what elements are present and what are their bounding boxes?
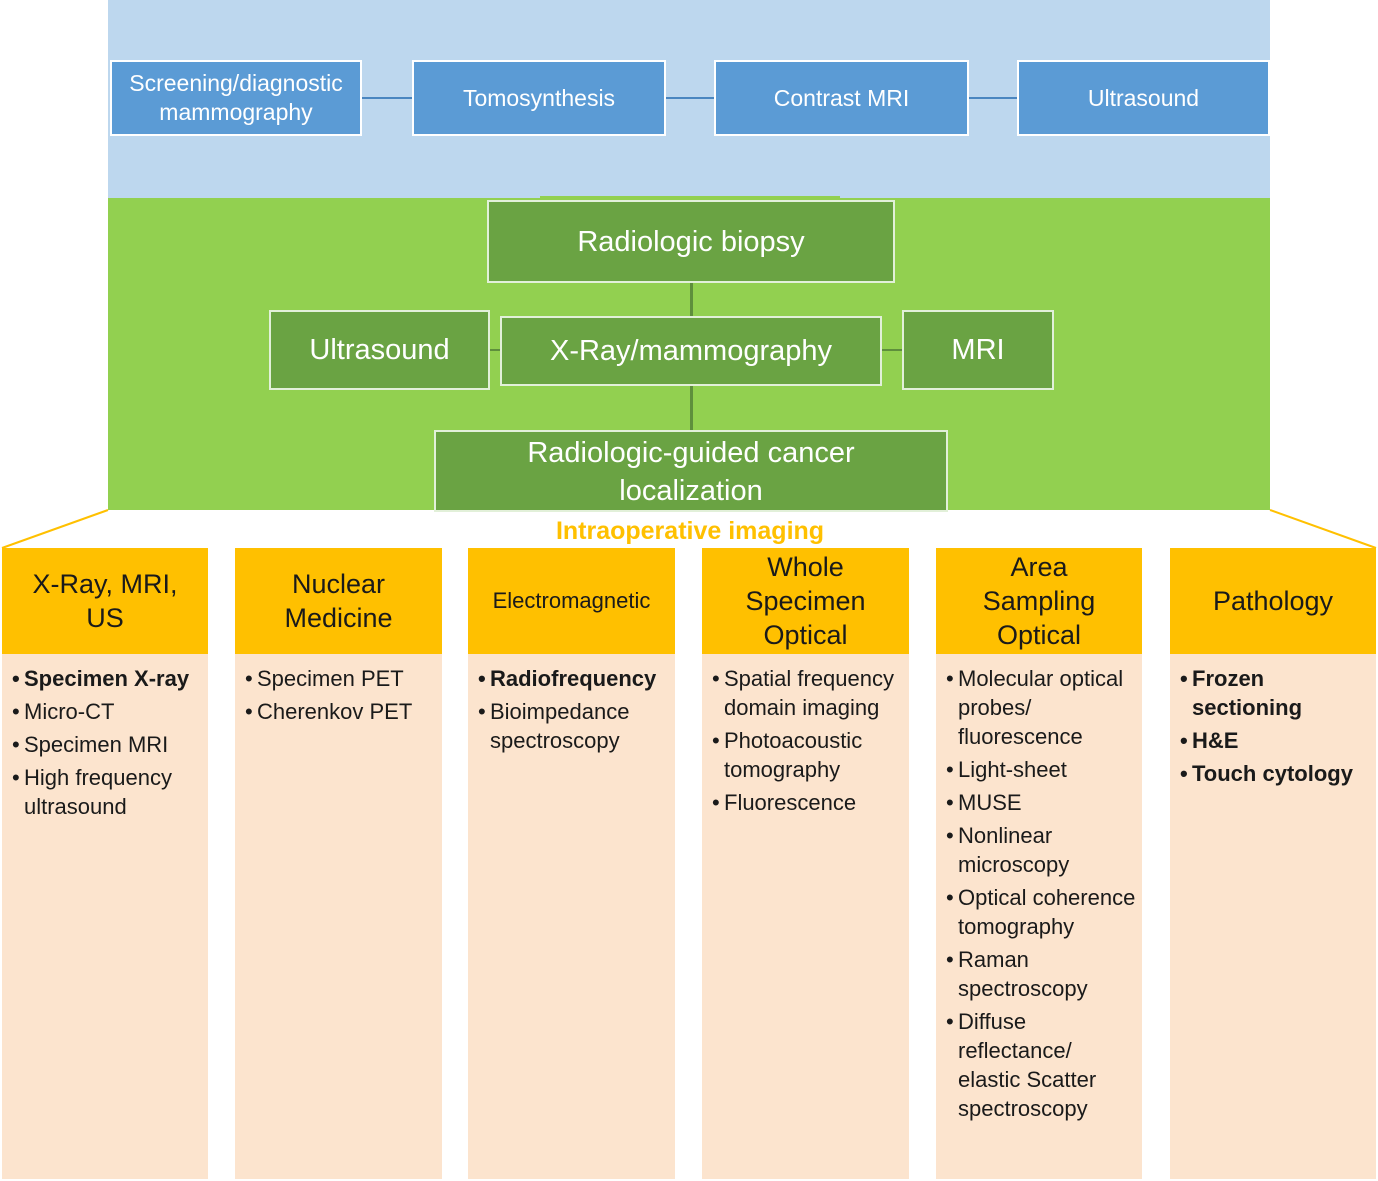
radiologic-biopsy-label: Radiologic biopsy: [577, 225, 805, 258]
column-title: Whole Specimen Optical: [745, 552, 866, 650]
screening-box-label: Ultrasound: [1087, 84, 1200, 111]
screening-mammography-box: Screening/diagnostic mammography: [110, 60, 362, 136]
list-item: Nonlinear microscopy: [946, 821, 1136, 879]
vertical-connector: [690, 384, 693, 432]
horizontal-connector: [488, 349, 502, 351]
list-item: Frozen sectioning: [1180, 664, 1370, 722]
list-item: Touch cytology: [1180, 759, 1370, 788]
radiologic-biopsy-box: Radiologic biopsy: [487, 200, 895, 283]
column-header-nuclear-medicine: Nuclear Medicine: [235, 548, 442, 654]
column-body-pathology: Frozen sectioningH&E Touch cytology: [1170, 654, 1376, 1179]
column-title: Electromagnetic: [492, 588, 651, 613]
list-item: Photoacoustic tomography: [712, 726, 903, 784]
xray-mammography-label: X-Ray/mammography: [549, 335, 833, 367]
list-item: Diffuse reflectance/ elastic Scatter spe…: [946, 1007, 1136, 1123]
list-item: Optical coherence tomography: [946, 883, 1136, 941]
column-body-electromagnetic: RadiofrequencyBioimpedance spectroscopy: [468, 654, 675, 1179]
column-body-nuclear-medicine: Specimen PET Cherenkov PET: [235, 654, 442, 1179]
mri-label: MRI: [951, 334, 1005, 366]
column-title: Pathology: [1212, 586, 1334, 616]
column-body-area-sampling-optical: Molecular optical probes/ fluorescenceLi…: [936, 654, 1142, 1179]
list-item: Specimen PET: [245, 664, 436, 693]
list-item: Fluorescence: [712, 788, 903, 817]
contrast-mri-box: Contrast MRI: [714, 60, 969, 136]
list-item: H&E: [1180, 726, 1370, 755]
vertical-connector: [690, 282, 693, 318]
screening-box-label: Contrast MRI: [773, 84, 910, 111]
list-item: Spatial frequency domain imaging: [712, 664, 903, 722]
list-item: Specimen X-ray: [12, 664, 202, 693]
column-body-whole-specimen-optical: Spatial frequency domain imagingPhotoaco…: [702, 654, 909, 1179]
list-item: Micro-CT: [12, 697, 202, 726]
column-list: Molecular optical probes/ fluorescenceLi…: [946, 664, 1136, 1123]
list-item: MUSE: [946, 788, 1136, 817]
tomosynthesis-box: Tomosynthesis: [412, 60, 666, 136]
connector-line: [967, 97, 1019, 99]
xray-mammography-box: X-Ray/mammography: [500, 316, 882, 386]
mri-box: MRI: [902, 310, 1054, 390]
ultrasound-box: Ultrasound: [269, 310, 490, 390]
column-title: Nuclear Medicine: [284, 569, 393, 633]
connector-line: [664, 97, 716, 99]
column-header-area-sampling-optical: Area Sampling Optical: [936, 548, 1142, 654]
column-body-xray-mri-us: Specimen X-rayMicro-CT Specimen MRI High f…: [2, 654, 208, 1179]
radiologic-localization-box: Radiologic-guided cancer localization: [434, 430, 948, 512]
column-header-xray-mri-us: X-Ray, MRI, US: [2, 548, 208, 654]
list-item: High frequency ultrasound: [12, 763, 202, 821]
list-item: Bioimpedance spectroscopy: [478, 697, 669, 755]
column-list: Frozen sectioningH&E Touch cytology: [1180, 664, 1370, 788]
column-header-pathology: Pathology: [1170, 548, 1376, 654]
list-item: Light-sheet: [946, 755, 1136, 784]
column-list: RadiofrequencyBioimpedance spectroscopy: [478, 664, 669, 755]
list-item: Specimen MRI: [12, 730, 202, 759]
intraoperative-bracket: [1, 509, 1377, 549]
column-title: X-Ray, MRI, US: [32, 569, 178, 633]
column-title: Area Sampling Optical: [982, 552, 1096, 650]
list-item: Molecular optical probes/ fluorescence: [946, 664, 1136, 751]
localization-label: Radiologic-guided cancer localization: [527, 437, 855, 507]
column-list: Specimen PET Cherenkov PET: [245, 664, 436, 726]
connector-line: [360, 97, 414, 99]
column-list: Specimen X-rayMicro-CT Specimen MRI High f…: [12, 664, 202, 821]
list-item: Radiofrequency: [478, 664, 669, 693]
bracket-left-line: [1, 509, 109, 549]
screening-box-label: Screening/diagnostic mammography: [129, 70, 343, 125]
bracket-right-line: [1269, 509, 1377, 549]
list-item: Cherenkov PET: [245, 697, 436, 726]
column-header-whole-specimen-optical: Whole Specimen Optical: [702, 548, 909, 654]
band-notch: [540, 196, 840, 200]
column-header-electromagnetic: Electromagnetic: [468, 548, 675, 654]
column-list: Spatial frequency domain imagingPhotoaco…: [712, 664, 903, 817]
intraoperative-label: Intraoperative imaging: [555, 516, 825, 545]
horizontal-connector: [880, 349, 904, 351]
screening-box-label: Tomosynthesis: [462, 84, 616, 111]
ultrasound-label: Ultrasound: [309, 334, 450, 366]
list-item: Raman spectroscopy: [946, 945, 1136, 1003]
screening-ultrasound-box: Ultrasound: [1017, 60, 1270, 136]
